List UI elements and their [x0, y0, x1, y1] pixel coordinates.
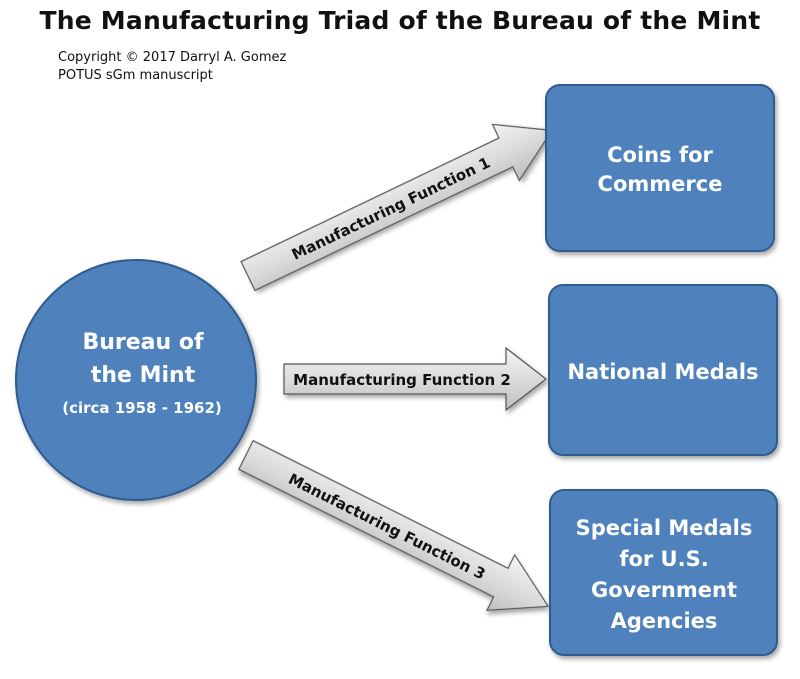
arrow-function-1-label: Manufacturing Function 1: [289, 153, 493, 263]
special-medals-label-line3: Government: [591, 578, 737, 602]
special-medals-label-line1: Special Medals: [576, 516, 753, 540]
arrow-function-3-label: Manufacturing Function 3: [285, 470, 488, 584]
national-medals-label: National Medals: [567, 360, 758, 384]
special-medals-node: Special Medals for U.S. Government Agenc…: [549, 489, 778, 656]
coins-for-commerce-node: Coins for Commerce: [545, 84, 775, 252]
bureau-of-the-mint-node: Bureau of the Mint (circa 1958 - 1962): [15, 259, 257, 501]
special-medals-label-line4: Agencies: [611, 609, 718, 633]
page-title: The Manufacturing Triad of the Bureau of…: [39, 6, 761, 35]
source-label-line2: the Mint: [91, 363, 196, 388]
national-medals-node: National Medals: [548, 284, 778, 456]
copyright-text: Copyright © 2017 Darryl A. Gomez: [58, 50, 287, 65]
arrow-function-2-label: Manufacturing Function 2: [293, 371, 511, 389]
arrow-function-2: Manufacturing Function 2: [283, 346, 547, 412]
source-label-line1: Bureau of: [82, 330, 203, 355]
manuscript-text: POTUS sGm manuscript: [58, 68, 213, 83]
special-medals-label-line2: for U.S.: [619, 547, 708, 571]
source-date-range: (circa 1958 - 1962): [62, 399, 222, 417]
arrow-function-3: Manufacturing Function 3: [238, 439, 550, 611]
coins-label-line2: Commerce: [598, 172, 723, 196]
coins-label-line1: Coins for: [607, 143, 713, 167]
arrow-function-1: Manufacturing Function 1: [240, 123, 553, 292]
